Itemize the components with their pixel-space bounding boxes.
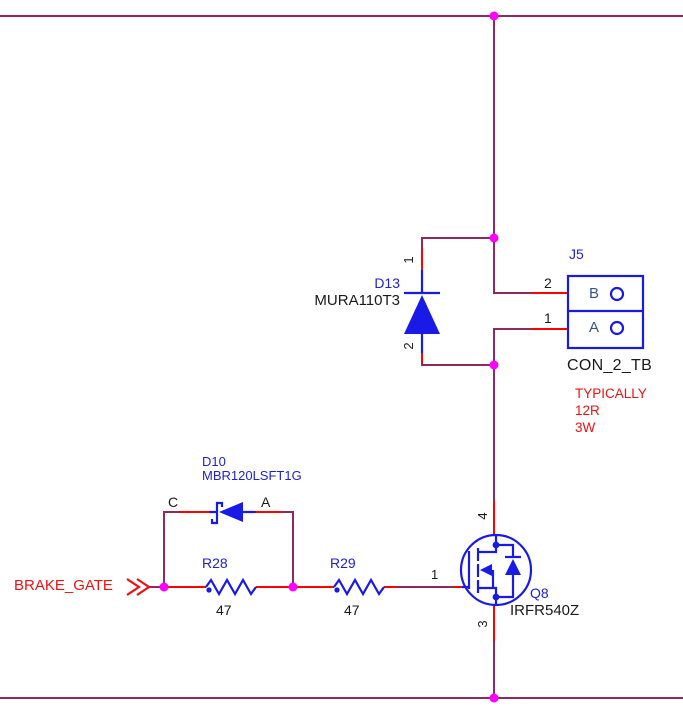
q8-value[interactable]: IRFR540Z (510, 602, 580, 619)
brake-gate-chevron-icon[interactable] (126, 578, 151, 596)
mosfet-q8-symbol[interactable] (459, 533, 533, 607)
j5-value[interactable]: CON_2_TB (567, 357, 653, 374)
d10-anode-label: A (261, 494, 271, 510)
d10-value[interactable]: MBR120LSFT1G (202, 468, 302, 483)
diode-d10-symbol[interactable] (209, 501, 256, 525)
d13-value[interactable]: MURA110T3 (314, 292, 400, 309)
resistor-r28-symbol[interactable] (205, 577, 257, 597)
note-line-1: TYPICALLY (575, 386, 647, 401)
j5-row-b-circle (609, 286, 625, 302)
wires[interactable] (0, 15, 683, 699)
j5-pin2-number: 2 (544, 275, 552, 291)
d13-stub-wires[interactable] (421, 237, 494, 366)
d10-refdes[interactable]: D10 (202, 454, 226, 469)
q8-gate-pin-number: 1 (431, 567, 439, 582)
r28-pin1-dot (206, 587, 212, 593)
connector-j5-symbol[interactable] (566, 274, 645, 350)
junction-dots (159, 11, 499, 703)
d13-pin2-number: 2 (400, 342, 416, 350)
r29-value[interactable]: 47 (344, 602, 360, 618)
resistor-r29-symbol[interactable] (333, 577, 385, 597)
q8-drain-pin-number: 4 (474, 512, 490, 520)
j5-row-a-label: A (589, 319, 600, 336)
diode-d13-symbol[interactable] (404, 270, 440, 353)
d13-refdes[interactable]: D13 (374, 275, 400, 291)
r29-pin1-dot (334, 587, 340, 593)
d10-loop-wires[interactable] (163, 511, 294, 587)
note-line-3: 3W (575, 420, 596, 435)
q8-gate-arrow (480, 564, 492, 576)
j5-row-b-label: B (589, 285, 600, 302)
q8-refdes[interactable]: Q8 (530, 585, 549, 601)
brake-gate-net-label[interactable]: BRAKE_GATE (14, 577, 113, 594)
main-vertical-wire[interactable] (493, 16, 531, 698)
j5-pin1-number: 1 (544, 310, 552, 326)
r29-refdes[interactable]: R29 (330, 555, 356, 571)
q8-source-pin-number: 3 (474, 620, 490, 628)
j5-refdes[interactable]: J5 (569, 246, 584, 262)
q8-pin-stubs[interactable] (453, 501, 495, 641)
d10-cathode-label: C (168, 494, 179, 510)
r28-refdes[interactable]: R28 (202, 555, 228, 571)
note-line-2: 12R (575, 403, 600, 418)
j5-row-a-circle (609, 320, 625, 336)
r28-value[interactable]: 47 (216, 602, 232, 618)
d13-pin1-number: 1 (400, 256, 416, 264)
q8-body-diode (505, 559, 521, 575)
